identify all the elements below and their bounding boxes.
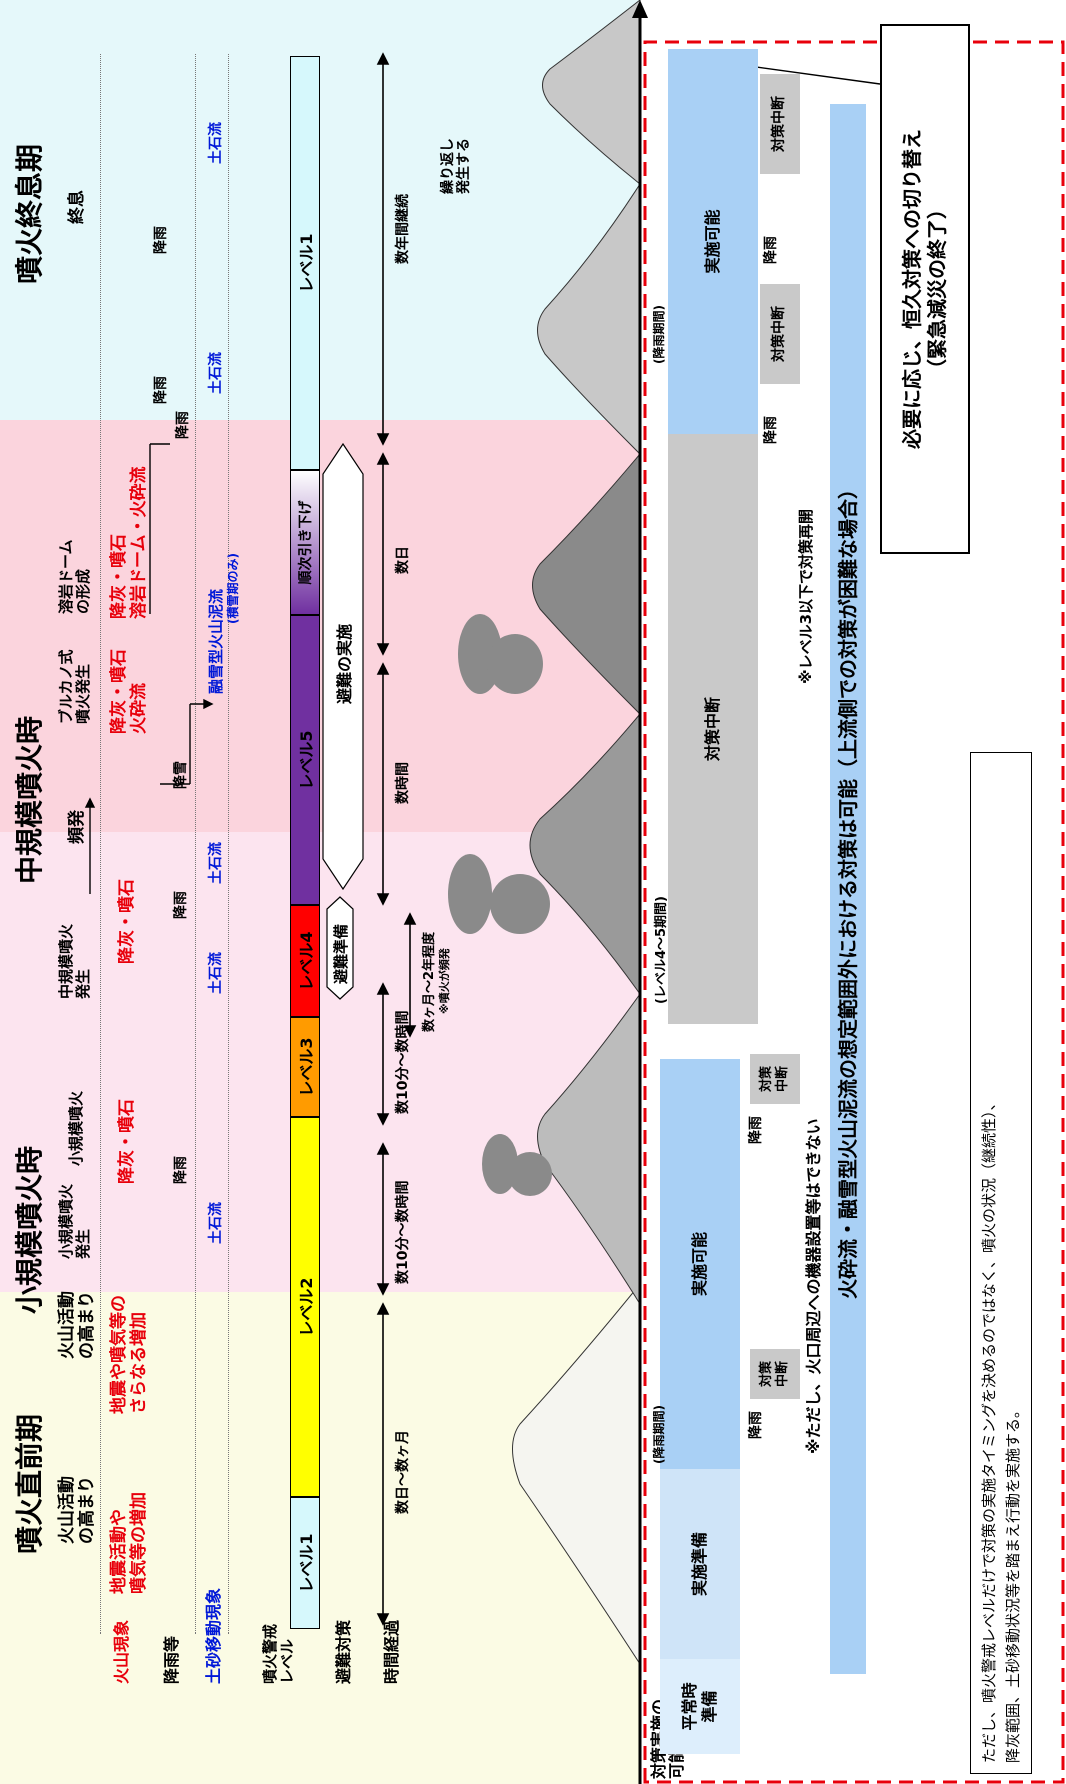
evac-prep-label: 避難準備 (332, 923, 350, 984)
period-45-label: (レベル4～5期間) (654, 896, 669, 1004)
rain-label: 降雨 (763, 236, 779, 264)
measures-stop-small: 対策 中断 (750, 1349, 800, 1399)
time-label: 数10分～数時間 (395, 1180, 411, 1284)
note-crater: ※ただし、火口周辺への機器設置等はできない (804, 1118, 823, 1454)
measures-stop: 対策中断 (760, 74, 800, 174)
time-label: 数時間 (395, 762, 411, 804)
time-label: 数日～数ヶ月 (395, 1430, 411, 1514)
note-resume: ※レベル3以下で対策再開 (797, 508, 815, 684)
measures-possible-1: 実施可能 (660, 1059, 740, 1469)
time-label: 数ヶ月～2年程度 (422, 931, 437, 1032)
measures-possible-2: 実施可能 (668, 49, 758, 434)
time-note: ※噴火が頻発 (438, 948, 451, 1014)
rain-period-label: (降雨期間) (652, 305, 666, 364)
measures-prep: 実施準備 (660, 1469, 740, 1659)
rain-label: 降雨 (748, 1116, 764, 1144)
footnote: ただし、噴火警戒レベルだけで対策の実施タイミングを決めるのではなく、噴火の状況（… (970, 752, 1032, 1774)
measures-normal-prep: 平常時 準備 (660, 1659, 740, 1754)
time-label: 数日 (395, 546, 411, 574)
switch-note: 必要に応じ、恒久対策への切り替え （緊急減災の終了） (880, 24, 970, 554)
rain-period-label: (降雨期間) (652, 1405, 666, 1464)
rain-label: 降雨 (763, 416, 779, 444)
repeat-label: 繰り返し 発生する (440, 138, 473, 194)
evac-exec-label: 避難の実施 (335, 623, 354, 704)
time-label: 数10分～数時間 (395, 1010, 411, 1114)
time-label: 数年間継続 (395, 194, 411, 264)
upstream-note: 火砕流・融雪型火山泥流の想定範囲外における対策は可能（上流側での対策が困難な場合… (830, 104, 866, 1674)
measures-stop-main: 対策中断 (668, 434, 758, 1024)
measures-stop: 対策中断 (760, 284, 800, 384)
rain-label: 降雨 (748, 1411, 764, 1439)
measures-stop-small: 対策 中断 (750, 1054, 800, 1104)
